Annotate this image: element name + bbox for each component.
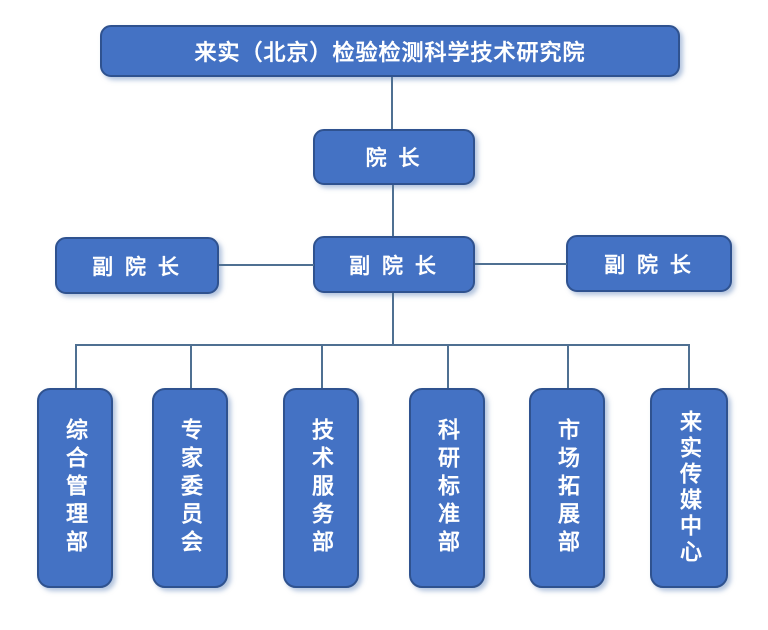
connector-institute-president [391,77,393,129]
connector-drop-dept-5 [567,344,569,388]
connector-vp-left [219,264,314,266]
connector-vp-rail [392,293,394,345]
org-box-dept-expert-committee: 专家委员会 [152,388,228,588]
org-box-dept-technical-service: 技术服务部 [283,388,359,588]
org-box-vice-president-middle: 副 院 长 [313,236,475,293]
connector-drop-dept-1 [75,344,77,388]
org-box-vice-president-left: 副 院 长 [55,237,219,294]
connector-drop-dept-3 [321,344,323,388]
connector-drop-dept-4 [447,344,449,388]
org-box-vice-president-right: 副 院 长 [566,235,732,292]
org-box-dept-media-center: 来实传媒中心 [650,388,728,588]
connector-president-vp [392,185,394,236]
org-box-president: 院 长 [313,129,475,185]
connector-vp-right [475,263,567,265]
org-box-dept-market-expansion: 市场拓展部 [529,388,605,588]
connector-rail [75,344,688,346]
org-box-dept-general-management: 综合管理部 [37,388,113,588]
org-box-dept-research-standards: 科研标准部 [409,388,485,588]
org-box-institute: 来实（北京）检验检测科学技术研究院 [100,25,680,77]
connector-drop-dept-6 [688,344,690,388]
connector-drop-dept-2 [190,344,192,388]
